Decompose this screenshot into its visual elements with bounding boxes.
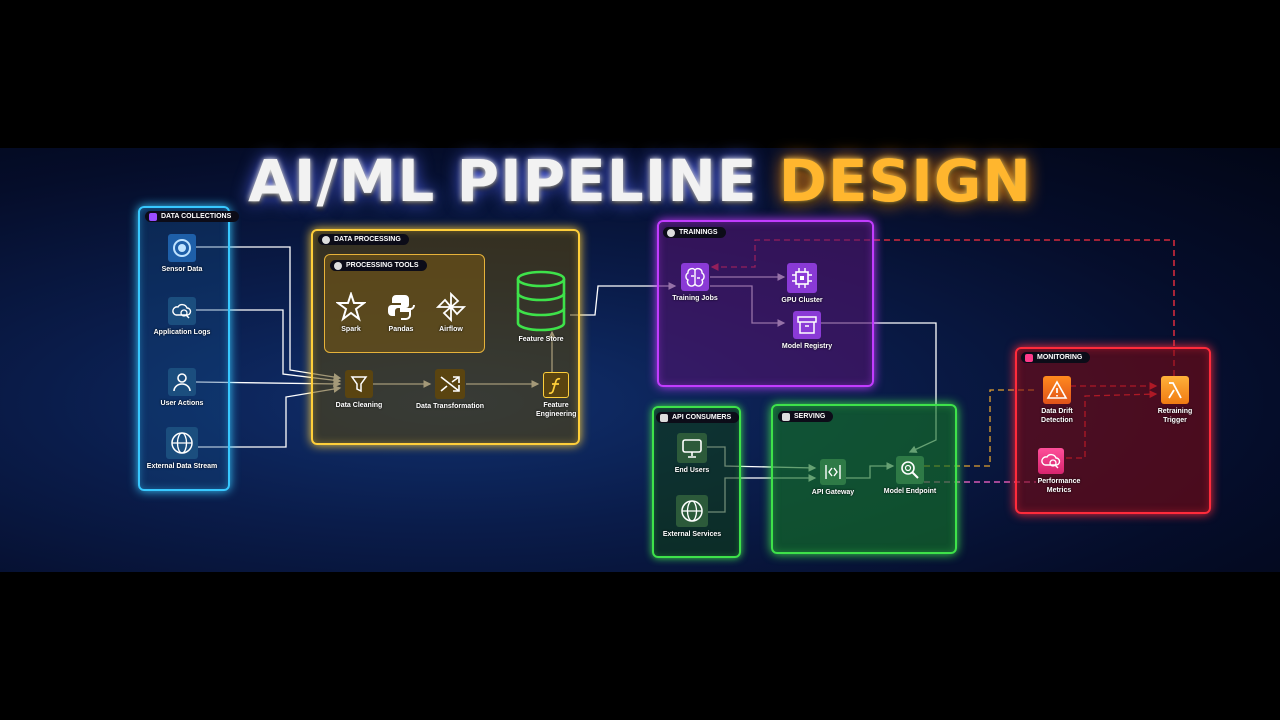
processing-tools-tag: PROCESSING TOOLS <box>330 260 427 271</box>
globe-icon <box>166 427 198 459</box>
function-icon <box>543 372 569 398</box>
feature-engineering-label: Feature Engineering <box>536 402 577 418</box>
pandas-label: Pandas <box>388 326 414 333</box>
airflow-icon <box>435 292 467 322</box>
edge-endpoint-drift <box>924 389 1038 467</box>
end-users-label: End Users <box>674 467 710 474</box>
sensor-icon <box>168 234 196 262</box>
node-external-data-stream[interactable]: External Data Stream <box>137 427 227 471</box>
node-data-cleaning[interactable]: Data Cleaning <box>314 370 404 410</box>
node-data-drift-detection[interactable]: Data Drift Detection <box>1012 376 1102 425</box>
data-transformation-label: Data Transformation <box>415 403 485 410</box>
search-icon <box>896 456 924 484</box>
feature-store-label: Feature Store <box>518 336 564 343</box>
node-api-gateway[interactable]: API Gateway <box>788 459 878 497</box>
spark-label: Spark <box>341 326 361 333</box>
node-external-services[interactable]: External Services <box>647 495 737 539</box>
training-jobs-label: Training Jobs <box>672 295 718 302</box>
model-endpoint-label: Model Endpoint <box>883 488 937 495</box>
node-airflow[interactable]: Airflow <box>406 292 496 334</box>
chip-icon <box>787 263 817 293</box>
data-processing-tag: DATA PROCESSING <box>318 234 409 245</box>
node-pandas[interactable]: Pandas <box>356 292 446 334</box>
database-icon <box>514 270 568 332</box>
api-consumers-panel <box>652 406 741 558</box>
spark-icon <box>335 292 367 322</box>
title-part2: DESIGN <box>778 147 1032 215</box>
node-sensor-data[interactable]: Sensor Data <box>137 234 227 274</box>
node-data-transformation[interactable]: Data Transformation <box>405 369 495 411</box>
gpu-cluster-label: GPU Cluster <box>781 297 823 304</box>
sensor-data-label: Sensor Data <box>161 266 203 273</box>
api-consumers-tag: API CONSUMERS <box>656 412 740 423</box>
data-collections-tag: DATA COLLECTIONS <box>145 211 240 222</box>
node-feature-store[interactable]: Feature Store <box>496 270 586 344</box>
data-drift-detection-label: Data Drift Detection <box>1041 408 1073 424</box>
serving-tag: SERVING <box>778 411 834 422</box>
data-cleaning-label: Data Cleaning <box>335 402 383 409</box>
page-title: AI/ML PIPELINE DESIGN <box>0 148 1280 214</box>
monitor-icon <box>677 433 707 463</box>
node-application-logs[interactable]: Application Logs <box>137 297 227 337</box>
performance-metrics-label: Performance Metrics <box>1037 478 1081 494</box>
node-feature-engineering[interactable]: Feature Engineering <box>511 372 601 419</box>
model-registry-label: Model Registry <box>781 343 833 350</box>
external-data-stream-label: External Data Stream <box>146 463 218 470</box>
python-icon <box>385 292 417 322</box>
cloud-search-icon <box>168 297 196 325</box>
node-model-endpoint[interactable]: Model Endpoint <box>865 456 955 496</box>
edge-store-training <box>570 282 677 316</box>
monitoring-panel <box>1015 347 1211 514</box>
monitoring-tag: MONITORING <box>1021 352 1091 363</box>
node-user-actions[interactable]: User Actions <box>137 368 227 408</box>
node-spark[interactable]: Spark <box>306 292 396 334</box>
external-services-label: External Services <box>662 531 722 538</box>
serving-panel <box>771 404 957 554</box>
globe-icon <box>676 495 708 527</box>
application-logs-label: Application Logs <box>153 329 211 336</box>
gateway-icon <box>820 459 846 485</box>
node-model-registry[interactable]: Model Registry <box>762 311 852 351</box>
node-training-jobs[interactable]: Training Jobs <box>650 263 740 303</box>
airflow-label: Airflow <box>439 326 463 333</box>
trainings-tag: TRAININGS <box>663 227 726 238</box>
lambda-icon <box>1161 376 1189 404</box>
node-performance-metrics[interactable]: Performance Metrics <box>1006 448 1096 495</box>
node-gpu-cluster[interactable]: GPU Cluster <box>757 263 847 305</box>
archive-icon <box>793 311 821 339</box>
node-retraining-trigger[interactable]: Retraining Trigger <box>1130 376 1220 425</box>
user-icon <box>168 368 196 396</box>
retraining-trigger-label: Retraining Trigger <box>1157 408 1193 424</box>
trainings-panel <box>657 220 874 387</box>
user-actions-label: User Actions <box>160 400 204 407</box>
warning-icon <box>1043 376 1071 404</box>
shuffle-icon <box>435 369 465 399</box>
brain-icon <box>681 263 709 291</box>
node-end-users[interactable]: End Users <box>647 433 737 475</box>
filter-icon <box>345 370 373 398</box>
api-gateway-label: API Gateway <box>811 489 855 496</box>
title-part1: AI/ML PIPELINE <box>248 147 758 215</box>
cloud-search-icon <box>1038 448 1064 474</box>
